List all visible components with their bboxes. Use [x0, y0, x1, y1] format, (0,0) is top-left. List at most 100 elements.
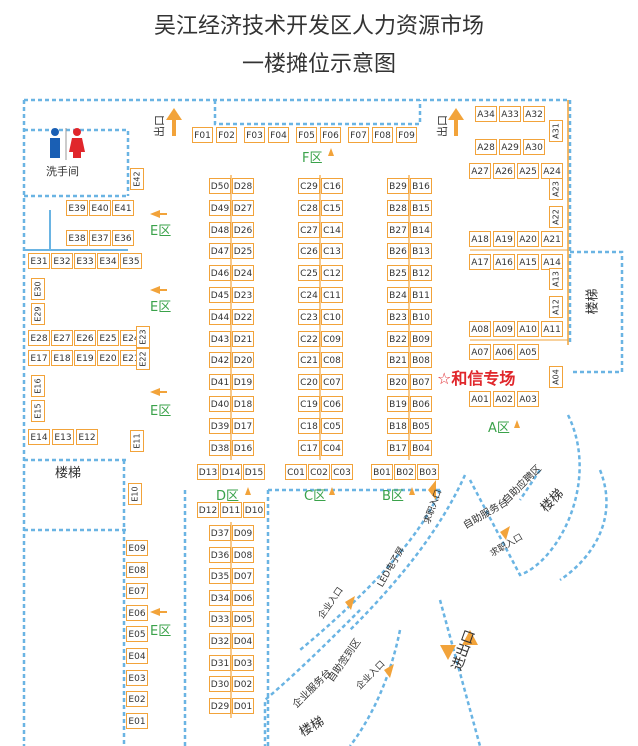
booth-label: E42 [132, 171, 142, 187]
booth-e29: E29 [31, 303, 45, 325]
booth-d07: D07 [232, 568, 254, 585]
booth-d03: D03 [232, 654, 254, 671]
booth-a05: A05 [517, 344, 539, 360]
booth-c10: C10 [321, 308, 343, 325]
booth-c26: C26 [298, 243, 320, 260]
booth-f08: F08 [372, 127, 393, 143]
booth-a04: A04 [549, 366, 563, 388]
booth-e17: E17 [28, 350, 50, 366]
booth-c09: C09 [321, 330, 343, 347]
booth-f03: F03 [244, 127, 265, 143]
booth-label: E15 [33, 403, 43, 419]
booth-c13: C13 [321, 243, 343, 260]
booth-d26: D26 [232, 221, 254, 238]
booth-label: A13 [551, 271, 561, 287]
booth-b19: B19 [387, 396, 409, 412]
booth-d28: D28 [232, 178, 254, 194]
booth-a33: A33 [499, 106, 521, 122]
booth-e10: E10 [128, 483, 142, 505]
booth-b09: B09 [410, 330, 432, 347]
booth-d20: D20 [232, 352, 254, 369]
booth-d15: D15 [243, 464, 265, 480]
booth-d44: D44 [209, 308, 231, 325]
booth-b10: B10 [410, 308, 432, 325]
zone-e-label-1: E区 [150, 224, 172, 239]
booth-d17: D17 [232, 417, 254, 434]
booth-e08: E08 [126, 561, 148, 578]
booth-d34: D34 [209, 589, 231, 606]
booth-e19: E19 [74, 350, 96, 366]
booth-e14: E14 [28, 429, 50, 445]
booth-e33: E33 [74, 253, 96, 269]
booth-d14: D14 [220, 464, 242, 480]
booth-d02: D02 [232, 676, 254, 693]
booth-e07: E07 [126, 583, 148, 600]
booth-a06: A06 [493, 344, 515, 360]
booth-e03: E03 [126, 669, 148, 686]
booth-d50: D50 [209, 178, 231, 194]
zone-e-label-2: E区 [150, 300, 172, 315]
booth-d10: D10 [243, 502, 265, 518]
booth-c07: C07 [321, 374, 343, 391]
booth-e42: E42 [130, 168, 144, 190]
booth-a26: A26 [493, 163, 515, 179]
booth-c18: C18 [298, 417, 320, 434]
booth-b16: B16 [410, 178, 432, 194]
page-title-line1: 吴江经济技术开发区人力资源市场 [153, 14, 484, 39]
booth-d09: D09 [232, 525, 254, 541]
booth-a10: A10 [517, 321, 539, 337]
booth-b18: B18 [387, 417, 409, 434]
booth-b27: B27 [387, 221, 409, 238]
booth-c05: C05 [321, 417, 343, 434]
booth-d25: D25 [232, 243, 254, 260]
booth-d05: D05 [232, 611, 254, 628]
booth-c17: C17 [298, 439, 320, 456]
booth-a28: A28 [475, 139, 497, 155]
zone-a-label: A区 [488, 421, 510, 436]
exit-label-left: 出口 [153, 115, 166, 137]
booth-d42: D42 [209, 352, 231, 369]
booth-d36: D36 [209, 546, 231, 563]
booth-a02: A02 [493, 391, 515, 407]
booth-d43: D43 [209, 330, 231, 347]
booth-e37: E37 [89, 230, 111, 246]
booth-e35: E35 [120, 253, 142, 269]
booth-e30: E30 [31, 278, 45, 300]
booth-d46: D46 [209, 265, 231, 282]
booth-c20: C20 [298, 374, 320, 391]
booth-b23: B23 [387, 308, 409, 325]
booth-a03: A03 [517, 391, 539, 407]
booth-e38: E38 [66, 230, 88, 246]
booth-label: E11 [132, 433, 142, 449]
booth-d35: D35 [209, 568, 231, 585]
booth-c29: C29 [298, 178, 320, 194]
booth-a31: A31 [549, 120, 563, 142]
exit-arrow-right [448, 108, 464, 136]
booth-b25: B25 [387, 265, 409, 282]
hexin-special-label: ☆和信专场 [437, 369, 516, 388]
booth-d49: D49 [209, 199, 231, 216]
booth-f05: F05 [296, 127, 317, 143]
booth-d32: D32 [209, 633, 231, 649]
booth-f01: F01 [192, 127, 213, 143]
booth-c04: C04 [321, 439, 343, 456]
booth-b14: B14 [410, 221, 432, 238]
booth-d30: D30 [209, 676, 231, 693]
booth-a13: A13 [549, 268, 563, 290]
booth-b03: B03 [417, 464, 439, 480]
booth-a07: A07 [469, 344, 491, 360]
booth-a21: A21 [541, 231, 563, 247]
booth-d11: D11 [220, 502, 242, 518]
booth-label: A23 [551, 181, 561, 197]
booth-d08: D08 [232, 546, 254, 563]
booth-a09: A09 [493, 321, 515, 337]
booth-label: E22 [138, 351, 148, 367]
booth-d06: D06 [232, 589, 254, 606]
booth-b17: B17 [387, 439, 409, 456]
booth-b11: B11 [410, 287, 432, 303]
booth-a24: A24 [541, 163, 563, 179]
booth-f04: F04 [268, 127, 289, 143]
booth-a25: A25 [517, 163, 539, 179]
page-title-line2: 一楼摊位示意图 [241, 52, 396, 77]
